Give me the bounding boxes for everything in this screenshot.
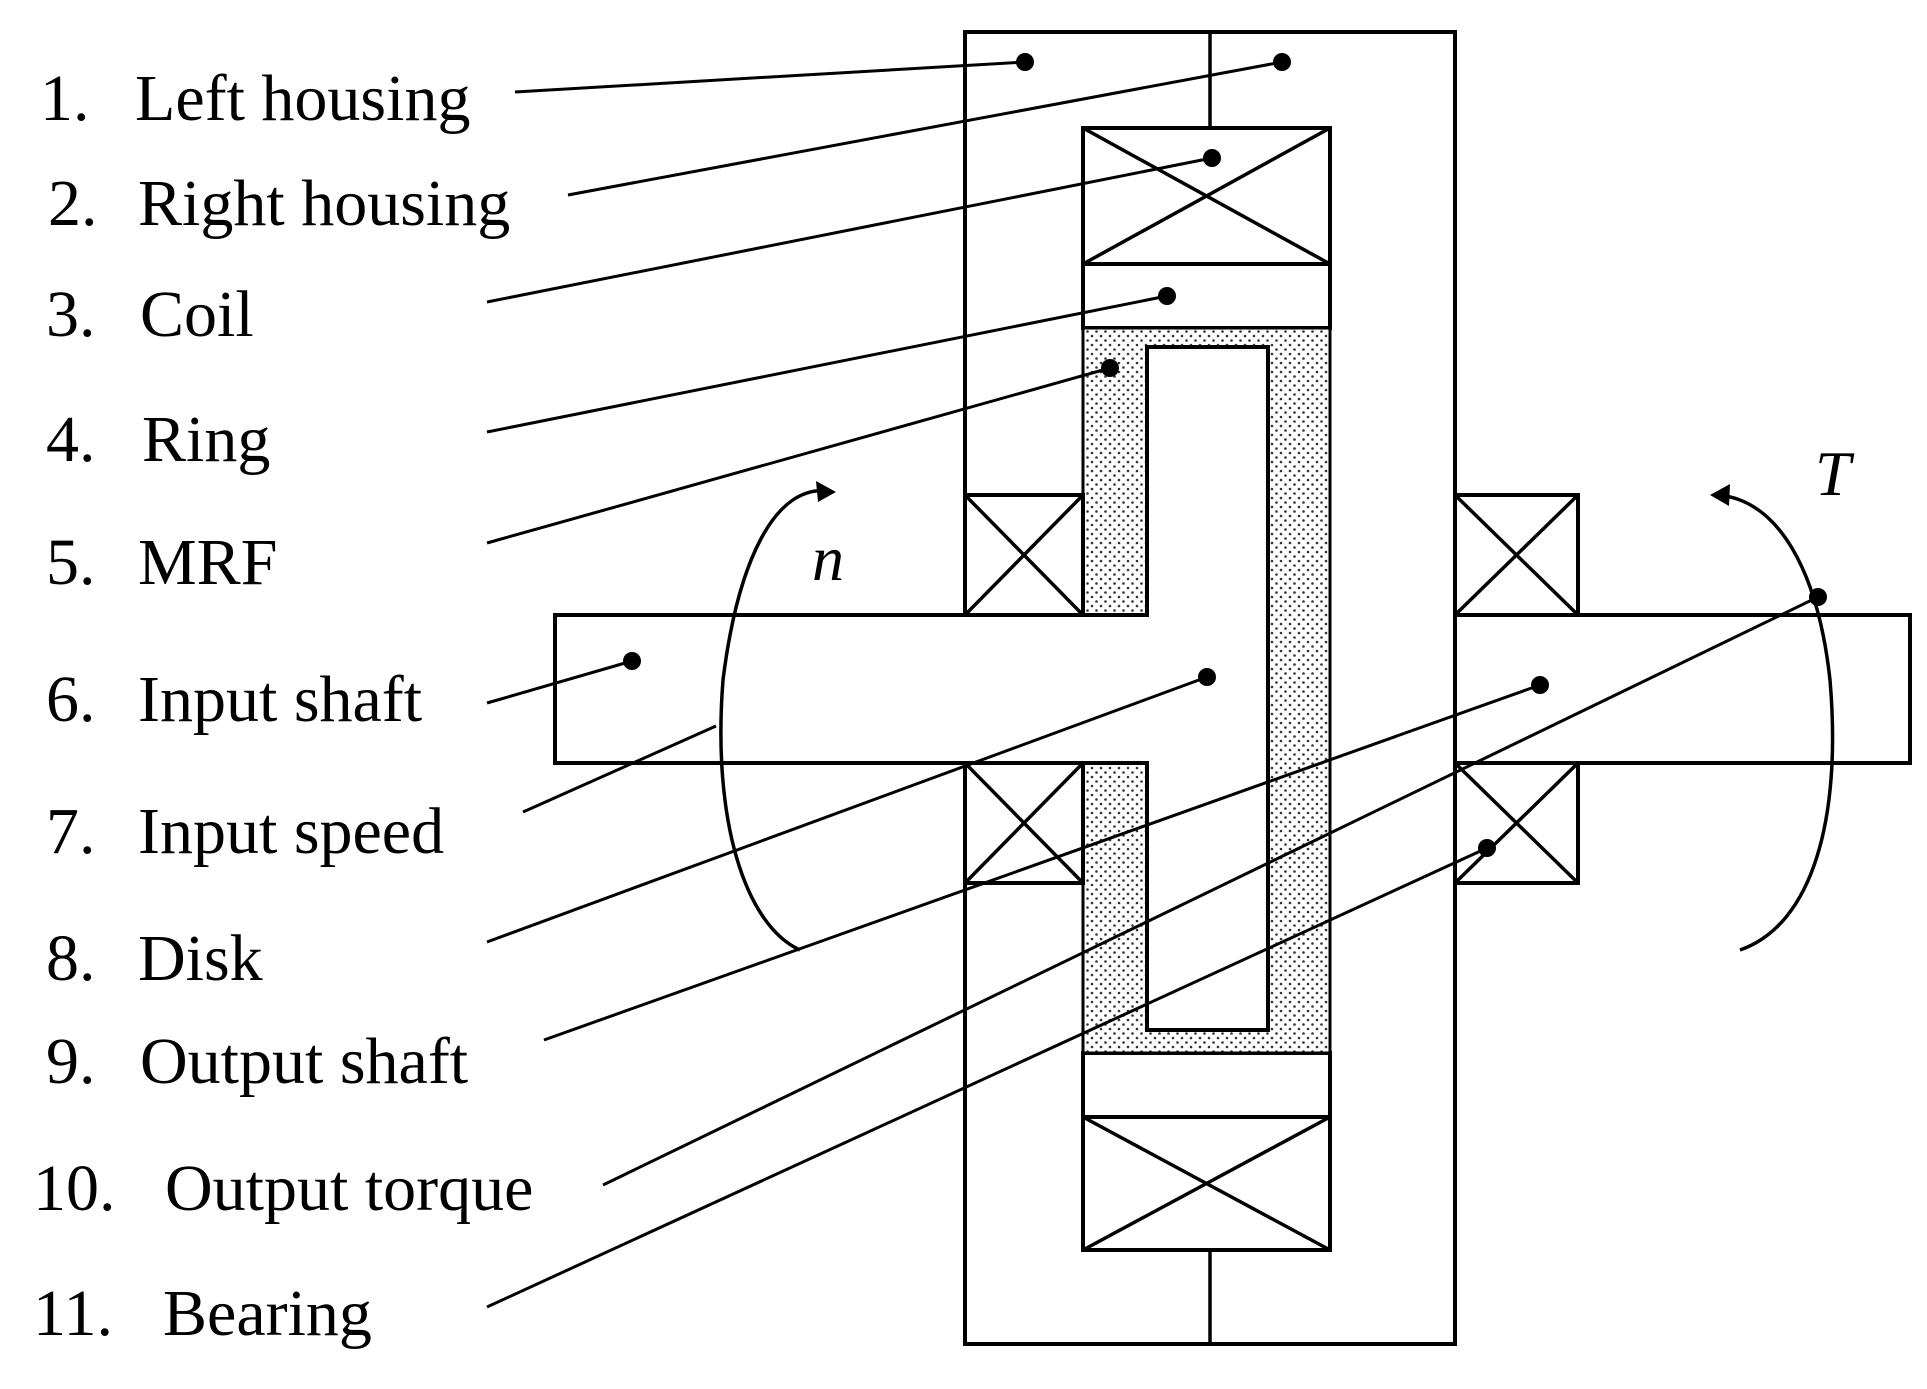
label-7-num: 7.	[46, 795, 96, 868]
bearing-right-bottom	[1453, 761, 1580, 885]
ring-upper	[1081, 262, 1332, 330]
label-8-num: 8.	[46, 922, 96, 995]
part-list: 1. Left housing 2. Right housing 3. Coil…	[33, 62, 533, 1350]
leader-6	[486, 659, 633, 705]
input-shaft-and-disk	[553, 345, 1270, 1032]
bearing-left-bottom	[963, 761, 1085, 885]
leader-5	[486, 366, 1111, 545]
output-torque-arrow	[1710, 484, 1835, 952]
bearing-right-top	[1453, 493, 1580, 617]
leader-11	[486, 846, 1488, 1309]
label-3-text: Coil	[140, 278, 254, 351]
leader-3	[486, 156, 1213, 304]
label-10-text: Output torque	[165, 1152, 533, 1225]
label-4-text: Ring	[142, 403, 270, 476]
label-9-text: Output shaft	[140, 1025, 468, 1098]
speed-symbol: n	[812, 523, 844, 594]
label-1-text: Left housing	[135, 62, 470, 135]
label-5-text: MRF	[138, 526, 277, 599]
leader-8	[486, 675, 1208, 944]
label-11-text: Bearing	[163, 1277, 372, 1350]
leader-9	[543, 683, 1541, 1042]
label-3-num: 3.	[46, 278, 96, 351]
label-5-num: 5.	[46, 526, 96, 599]
coil-lower	[1081, 1115, 1332, 1252]
label-10-num: 10.	[33, 1152, 116, 1225]
coil-upper	[1081, 126, 1332, 266]
input-speed-arrow	[719, 481, 836, 952]
label-7-text: Input speed	[138, 795, 444, 868]
label-4-num: 4.	[46, 403, 96, 476]
leader-2	[567, 60, 1283, 197]
label-9-num: 9.	[46, 1025, 96, 1098]
label-2-num: 2.	[48, 167, 98, 240]
label-2-text: Right housing	[138, 167, 510, 240]
label-6-num: 6.	[46, 663, 96, 736]
leader-10	[602, 595, 1819, 1187]
leader-1	[514, 60, 1026, 94]
leader-lines	[486, 60, 1819, 1309]
label-8-text: Disk	[138, 922, 263, 995]
leader-4	[486, 294, 1168, 434]
bearing-left-top	[963, 493, 1085, 617]
label-6-text: Input shaft	[138, 663, 422, 736]
label-1-num: 1.	[40, 62, 90, 135]
torque-symbol: T	[1815, 438, 1855, 509]
ring-lower	[1081, 1051, 1332, 1119]
leader-7	[522, 724, 717, 814]
label-11-num: 11.	[33, 1277, 113, 1350]
leader-dots	[623, 53, 1827, 857]
